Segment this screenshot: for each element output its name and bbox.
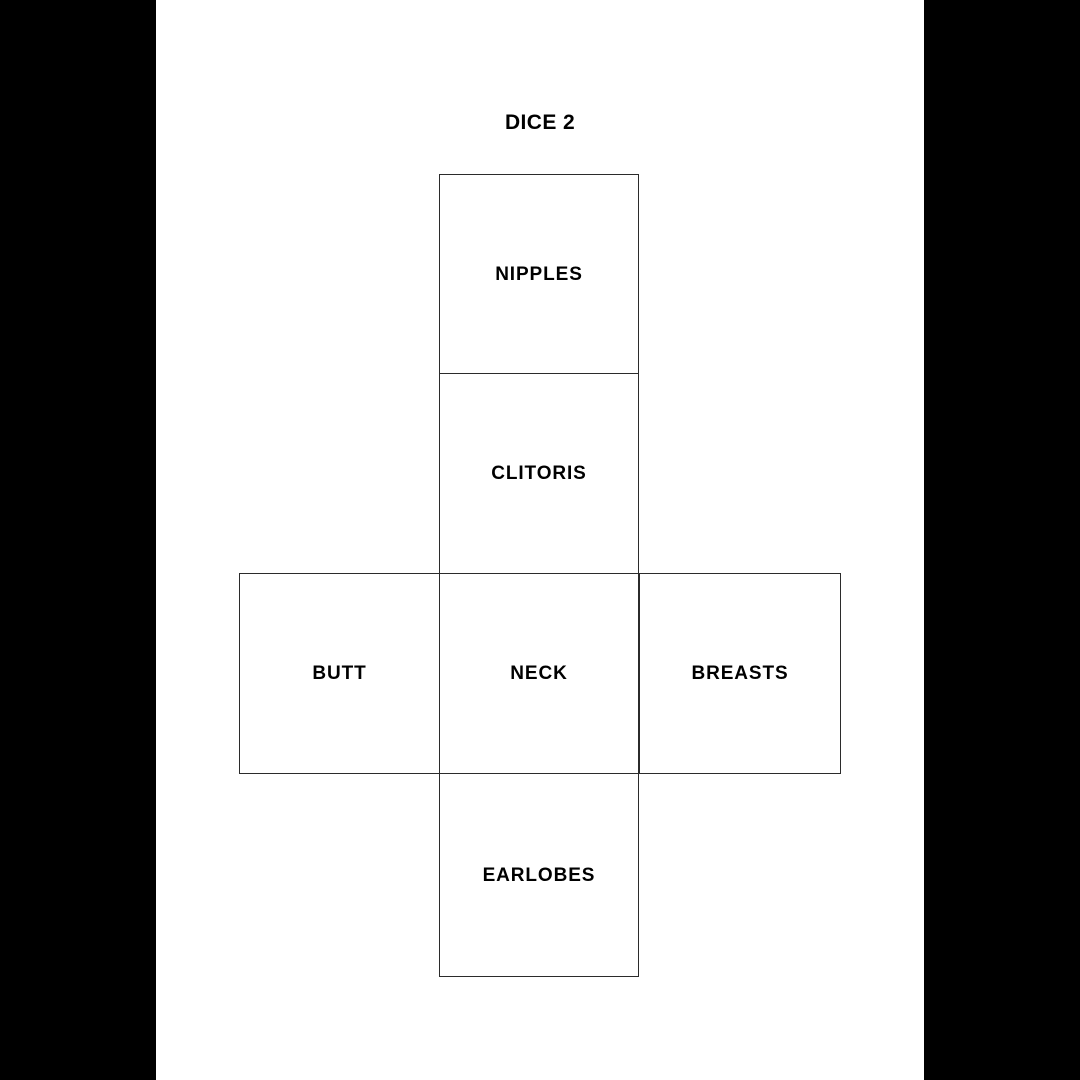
cube-face-left[interactable]: BUTT [239,573,440,774]
cube-face-center[interactable]: NECK [439,573,639,774]
cube-face-label-upper-middle: CLITORIS [491,463,587,484]
cube-face-bottom[interactable]: EARLOBES [439,773,639,977]
cube-face-label-center: NECK [510,663,568,684]
cube-face-label-left: BUTT [312,663,367,684]
cube-face-upper-middle[interactable]: CLITORIS [439,373,639,574]
cube-face-top[interactable]: NIPPLES [439,174,639,374]
cube-face-right[interactable]: BREASTS [639,573,841,774]
letterbox-bar-left [0,0,156,1080]
letterbox-bar-right [924,0,1080,1080]
cube-face-label-top: NIPPLES [495,263,583,285]
cube-face-label-right: BREASTS [691,663,789,684]
cube-net-diagram: NIPPLES CLITORIS BUTT NECK BREASTS EARLO… [156,0,924,1080]
paper-canvas: DICE 2 NIPPLES CLITORIS BUTT NECK BREAST… [156,0,924,1080]
page-title: DICE 2 [504,111,576,134]
cube-face-label-bottom: EARLOBES [482,864,596,886]
